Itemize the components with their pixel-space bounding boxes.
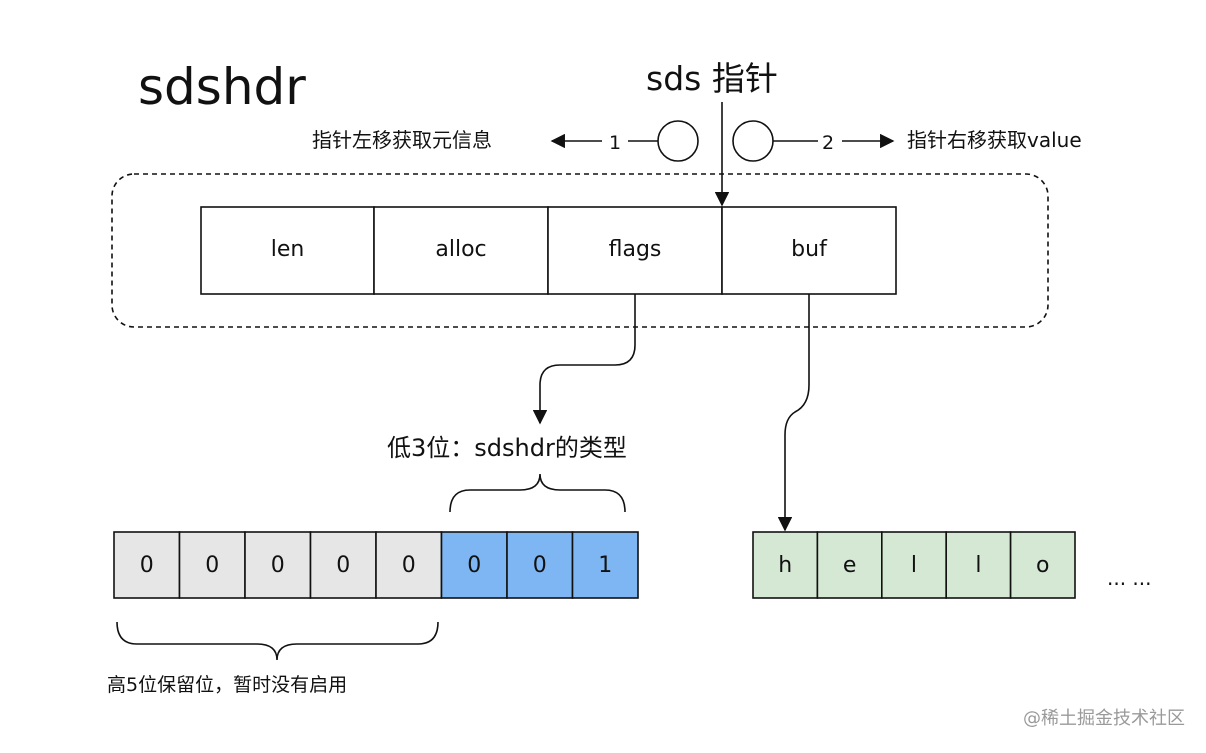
buf-char-value: e [842, 553, 857, 578]
buf-char-value: o [1036, 553, 1050, 578]
buf-char-cell [816, 531, 883, 599]
bit-value: 1 [598, 553, 613, 578]
left-circle [657, 120, 699, 162]
field-alloc-box [373, 206, 549, 295]
bit-value: 0 [532, 553, 547, 578]
bit-value: 0 [336, 553, 351, 578]
bit-cell [571, 531, 639, 599]
bit-cell [375, 531, 443, 599]
left-shift-annotation: 指针左移获取元信息 [312, 128, 492, 152]
flags-bits [113, 531, 639, 599]
footer-watermark: @稀土掘金技术社区 [1023, 708, 1185, 729]
header-container [111, 173, 1049, 328]
buf-char-value: l [910, 553, 918, 578]
buf-chars [752, 531, 1076, 599]
right-step-number: 2 [822, 132, 835, 154]
buf-char-cell [1009, 531, 1076, 599]
bit-cell [506, 531, 574, 599]
header-fields [200, 206, 897, 295]
field-alloc-label: alloc [435, 237, 487, 262]
field-flags-label: flags [608, 237, 662, 262]
buf-connector [777, 294, 810, 532]
right-circle [732, 120, 774, 162]
buf-char-cell [880, 531, 947, 599]
right-shift-annotation: 指针右移获取value [907, 128, 1082, 152]
field-len-label: len [270, 237, 305, 262]
left-step-number: 1 [609, 132, 622, 154]
bit-cell [244, 531, 312, 599]
buf-ellipsis: ... ... [1107, 566, 1152, 590]
high-bits-label: 高5位保留位，暂时没有启用 [107, 674, 348, 696]
sds-pointer-label: sds 指针 [646, 59, 778, 98]
bit-value: 0 [270, 553, 285, 578]
low-bits-brace [449, 473, 626, 513]
buf-char-value: l [975, 553, 982, 578]
bit-value: 0 [467, 553, 482, 578]
title-sdshdr: sdshdr [138, 58, 306, 116]
field-buf-label: buf [791, 237, 827, 262]
bit-value: 0 [401, 553, 416, 578]
flags-connector [532, 294, 636, 425]
field-len-box [200, 206, 375, 295]
high-bits-brace [116, 621, 439, 661]
bit-value: 0 [205, 553, 220, 578]
field-buf-box [721, 206, 897, 295]
bit-value: 0 [139, 553, 154, 578]
low-bits-label: 低3位：sdshdr的类型 [387, 434, 627, 462]
buf-char-value: h [778, 553, 793, 578]
